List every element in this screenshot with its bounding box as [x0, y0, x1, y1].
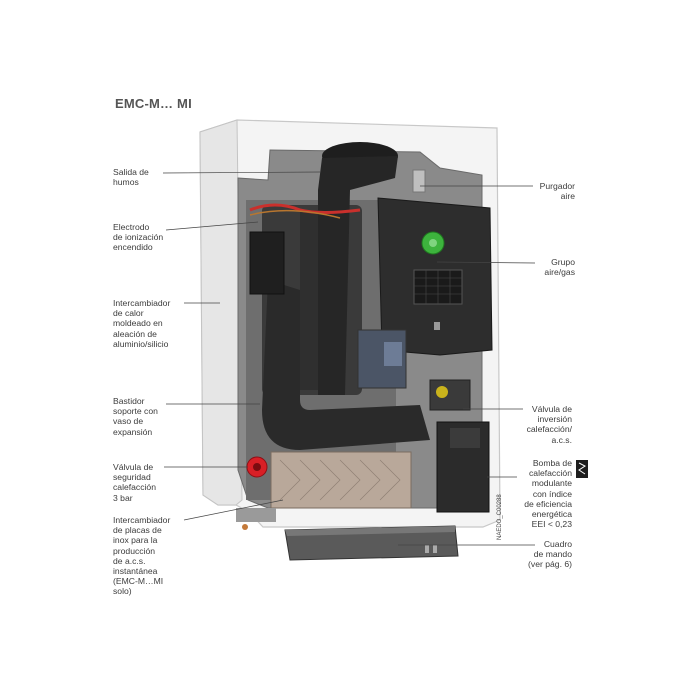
plate-pattern: [279, 459, 401, 501]
label-line: calefacción: [529, 468, 572, 479]
label-line: de placas de: [113, 525, 162, 536]
fan-grille-mesh: [414, 270, 462, 304]
lock-icon: [434, 322, 440, 330]
plate-heat-exchanger: [270, 451, 412, 509]
label-line: expansión: [113, 426, 153, 437]
label-line: calefacción/: [526, 424, 572, 435]
label-line: Intercambiador: [113, 298, 171, 308]
label-line: Válvula de: [531, 404, 572, 414]
label-line: Bomba de: [532, 458, 572, 468]
label-line: Electrodo: [113, 222, 150, 232]
label-line: (EMC-M…MI: [113, 576, 164, 587]
label-line: aleación de: [113, 328, 157, 339]
label-line: aire: [560, 191, 575, 202]
label-line: (ver pág. 6): [528, 559, 572, 570]
label-line: moldeado en: [113, 318, 163, 329]
label-bomba: Bomba de calefacción modulante con índic…: [524, 458, 572, 529]
label-line: energética: [531, 509, 572, 520]
reference-code: NAEDO_C00288: [497, 494, 503, 540]
air-vent: [412, 169, 426, 193]
label-line: a.c.s.: [551, 434, 572, 445]
label-line: seguridad: [113, 472, 151, 483]
label-line: Bastidor: [113, 396, 145, 406]
label-line: encendido: [113, 242, 153, 253]
energy-efficiency-icon: [576, 460, 588, 478]
label-line: EEI < 0,23: [531, 519, 572, 530]
label-line: modulante: [531, 478, 572, 489]
label-salida-humos: Salida de humos: [113, 167, 149, 187]
label-line: 3 bar: [113, 492, 133, 503]
label-line: calefacción: [113, 482, 156, 493]
page-title: EMC-M… MI: [115, 96, 192, 111]
label-valvula-seguridad: Válvula de seguridad calefacción 3 bar: [113, 462, 156, 503]
label-line: con índice: [532, 488, 572, 499]
label-line: instantánea: [113, 566, 158, 577]
label-line: Cuadro: [543, 539, 572, 549]
label-line: solo): [113, 586, 132, 597]
label-line: producción: [113, 545, 156, 556]
label-line: aluminio/silicio: [113, 338, 169, 349]
label-line: de a.c.s.: [113, 555, 146, 566]
air-pipe: [262, 280, 430, 450]
ignition-electrode-box: [249, 231, 285, 295]
label-line: soporte con: [113, 406, 158, 417]
label-line: humos: [113, 177, 139, 188]
label-line: Salida de: [113, 167, 149, 177]
label-line: Intercambiador: [113, 515, 171, 525]
label-line: inversión: [537, 414, 572, 425]
label-line: inox para la: [113, 535, 158, 546]
label-line: de eficiencia: [524, 498, 572, 509]
label-line: aire/gas: [544, 267, 575, 278]
red-wire: [249, 203, 361, 214]
label-electrodo: Electrodo de ionización encendido: [113, 222, 163, 253]
label-line: Grupo: [551, 257, 575, 267]
label-line: Válvula de: [113, 462, 154, 472]
casing-side-panel: [199, 119, 243, 506]
leader-lines: [162, 171, 536, 546]
label-purgador: Purgador aire: [540, 181, 575, 201]
label-bastidor: Bastidor soporte con vaso de expansión: [113, 396, 158, 437]
label-line: de calor: [113, 308, 144, 319]
diverter-valve: [429, 379, 471, 411]
label-intercambiador-placas: Intercambiador de placas de inox para la…: [113, 515, 170, 597]
label-line: vaso de: [113, 416, 144, 427]
label-cuadro: Cuadro de mando (ver pág. 6): [528, 539, 572, 570]
label-grupo: Grupo aire/gas: [544, 257, 575, 277]
label-line: Purgador: [539, 181, 575, 191]
copper-wire: [249, 209, 341, 219]
label-intercambiador-calor: Intercambiador de calor moldeado en alea…: [113, 298, 170, 349]
label-line: de mando: [533, 549, 572, 560]
label-valvula-inversion: Válvula de inversión calefacción/ a.c.s.: [527, 404, 572, 445]
flue-outlet-duct: [318, 156, 398, 395]
label-line: de ionización: [113, 232, 164, 243]
